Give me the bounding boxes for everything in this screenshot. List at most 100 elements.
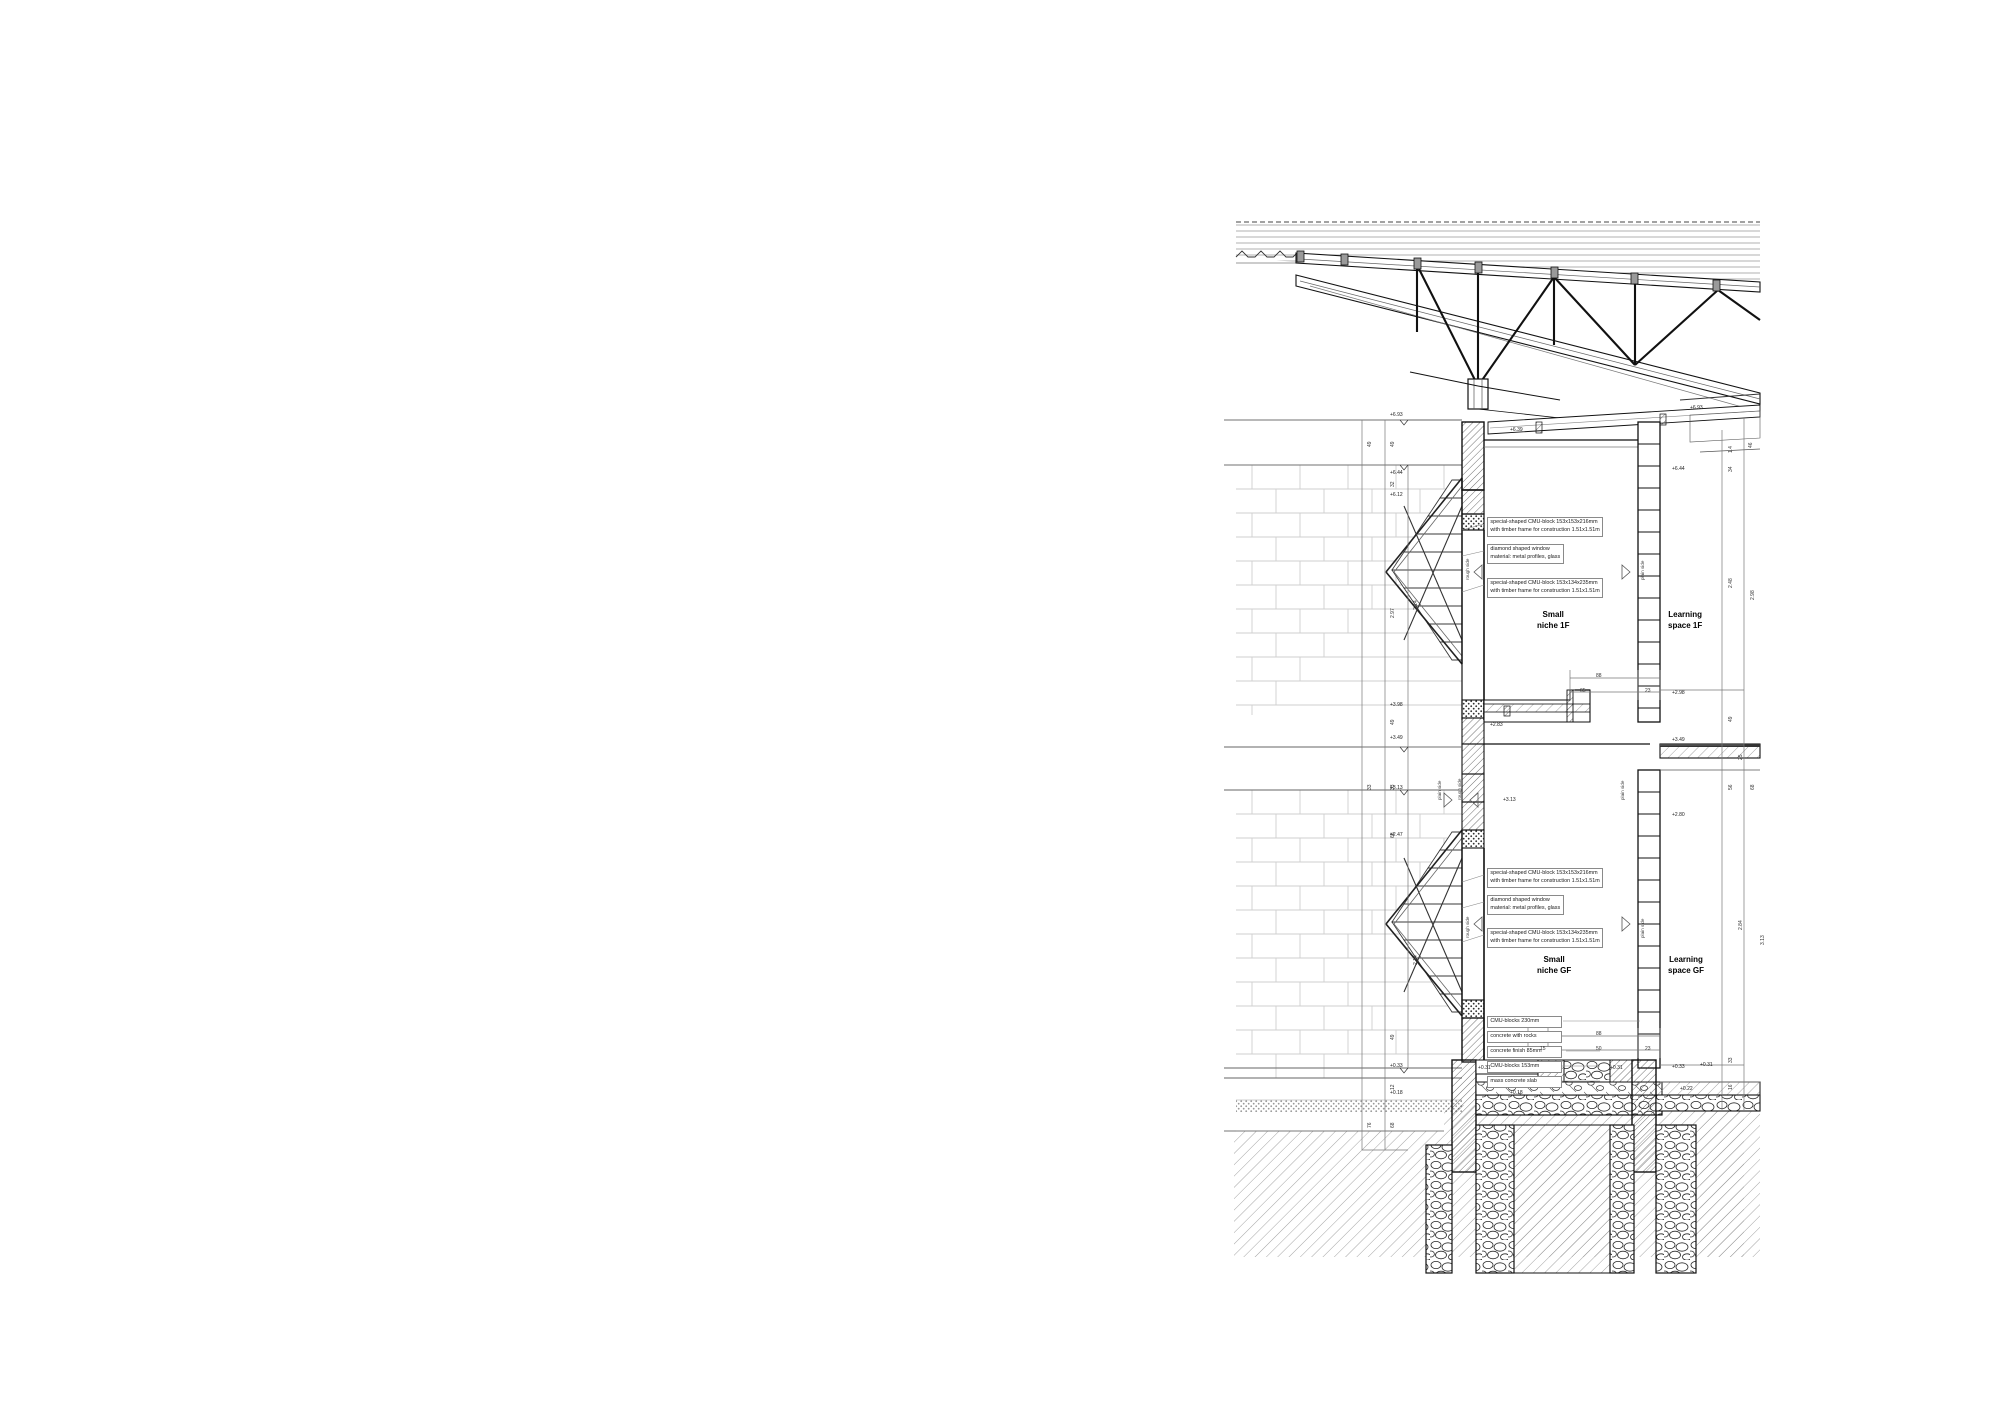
elevation-marker: +0.18 bbox=[1390, 1090, 1403, 1096]
dimension-value-vertical: 68 bbox=[1390, 1122, 1396, 1128]
room-label-line: space 1F bbox=[1668, 620, 1703, 630]
side-note: plain side bbox=[1437, 780, 1442, 800]
dimension-value-vertical: 12 bbox=[1390, 1084, 1396, 1090]
dimension-value-vertical: 46 bbox=[1748, 442, 1754, 448]
side-note: rough side bbox=[1457, 778, 1462, 800]
dimension-value-vertical: 2.48 bbox=[1728, 578, 1734, 588]
leader-lines bbox=[1461, 523, 1640, 1082]
material-callout: concrete finish 85mm bbox=[1487, 1046, 1562, 1059]
elevation-marker: +0.18 bbox=[1510, 1090, 1523, 1096]
elevation-marker: +6.44 bbox=[1672, 466, 1685, 472]
elevation-marker: +3.49 bbox=[1390, 735, 1403, 741]
dimension-value-vertical: 2.84 bbox=[1738, 920, 1744, 930]
dimension-value-vertical: 2.14 bbox=[1413, 955, 1419, 965]
dimension-value-vertical: 49 bbox=[1728, 716, 1734, 722]
elevation-marker: +6.44 bbox=[1390, 470, 1403, 476]
dimension-value-horizontal: 15 bbox=[1540, 1046, 1546, 1052]
dimension-value-horizontal: 65 bbox=[1580, 688, 1586, 694]
elevation-marker: +0.31 bbox=[1700, 1062, 1713, 1068]
dimension-value-horizontal: 88 bbox=[1596, 1031, 1602, 1037]
annotation-line: special-shaped CMU-block 153x153x216mm bbox=[1490, 870, 1598, 877]
material-callout: concrete with rocks bbox=[1487, 1031, 1562, 1044]
niche-floor-1f bbox=[1483, 689, 1591, 723]
material-callout: mass concrete slab bbox=[1487, 1076, 1562, 1089]
cut-wall-left-1f bbox=[1461, 421, 1485, 720]
dimension-value-horizontal: 23 bbox=[1645, 688, 1651, 694]
annotation-label: special-shaped CMU-block 153x134x235mm w… bbox=[1487, 928, 1604, 949]
annotation-line: special-shaped CMU-block 153x134x235mm bbox=[1490, 930, 1598, 937]
dimension-value-vertical: 32 bbox=[1390, 481, 1396, 487]
diamond-niche-gf bbox=[1385, 829, 1463, 1017]
elevation-marker: +2.83 bbox=[1490, 722, 1503, 728]
inner-cut-wall-gf bbox=[1637, 769, 1661, 1069]
dimension-value-vertical: 76 bbox=[1367, 1122, 1373, 1128]
annotation-label: special-shaped CMU-block 153x153x216mm w… bbox=[1487, 517, 1604, 538]
room-label-line: Small bbox=[1542, 610, 1564, 619]
annotation-line: with timber frame for construction 1.51x… bbox=[1490, 878, 1600, 885]
annotation-label: diamond shaped window material: metal pr… bbox=[1487, 895, 1564, 916]
inner-cut-wall-1f bbox=[1637, 421, 1661, 723]
cut-wall-left-1f-lower bbox=[1461, 699, 1485, 849]
elevation-marker: +0.22 bbox=[1680, 1086, 1693, 1092]
dimension-value-vertical: 49 bbox=[1390, 1034, 1396, 1040]
elevation-marker: +3.98 bbox=[1390, 702, 1403, 708]
dimension-value-vertical: 2.97 bbox=[1390, 608, 1396, 618]
room-label-line: Small bbox=[1543, 955, 1565, 964]
annotation-line: with timber frame for construction 1.51x… bbox=[1490, 527, 1600, 534]
annotation-line: special-shaped CMU-block 153x134x235mm bbox=[1490, 580, 1598, 587]
annotation-label: special-shaped CMU-block 153x153x216mm w… bbox=[1487, 868, 1604, 889]
dimension-value-horizontal: 50 bbox=[1596, 1046, 1602, 1052]
elevation-marker: +2.80 bbox=[1672, 812, 1685, 818]
material-callout: CMU-blocks 153mm bbox=[1487, 1061, 1562, 1074]
dimension-value-horizontal: 23 bbox=[1645, 1046, 1651, 1052]
elevation-marker: +0.31 bbox=[1610, 1065, 1623, 1071]
floor-slab-1f bbox=[1659, 743, 1761, 771]
annotation-line: with timber frame for construction 1.51x… bbox=[1490, 938, 1600, 945]
annotation-label: special-shaped CMU-block 153x134x235mm w… bbox=[1487, 578, 1604, 599]
dimension-value-vertical: 3.13 bbox=[1760, 935, 1766, 945]
cut-wall-left-gf bbox=[1461, 848, 1485, 1063]
room-label-line: niche 1F bbox=[1537, 620, 1570, 630]
elevation-marker: +2.98 bbox=[1672, 690, 1685, 696]
annotation-line: material: metal profiles, glass bbox=[1490, 554, 1561, 561]
side-note: plain side bbox=[1640, 918, 1645, 938]
side-note: plain side bbox=[1620, 780, 1625, 800]
side-arrow-markers bbox=[1443, 564, 1631, 932]
side-note: plain side bbox=[1640, 560, 1645, 580]
roof-slab-right bbox=[1487, 393, 1761, 453]
masonry-elevation-upper bbox=[1236, 464, 1462, 715]
annotation-line: with timber frame for construction 1.51x… bbox=[1490, 588, 1600, 595]
dimension-lines-right bbox=[1660, 418, 1760, 1110]
elevation-marker: +2.47 bbox=[1390, 832, 1403, 838]
elevation-marker: +6.12 bbox=[1390, 492, 1403, 498]
elevation-marker: +6.39 bbox=[1510, 427, 1523, 433]
dimension-value-vertical: 25 bbox=[1738, 754, 1744, 760]
roof-assembly bbox=[1235, 221, 1761, 419]
dimension-value-vertical: 49 bbox=[1390, 719, 1396, 725]
annotation-line: diamond shaped window bbox=[1490, 897, 1550, 904]
dimension-value-vertical: 16 bbox=[1728, 1084, 1734, 1090]
annotation-label: diamond shaped window material: metal pr… bbox=[1487, 544, 1564, 565]
room-label-line: niche GF bbox=[1537, 965, 1572, 975]
dimension-lines-left bbox=[1224, 419, 1462, 1151]
dimension-value-vertical: 33 bbox=[1728, 1057, 1734, 1063]
dimension-value-vertical: 49 bbox=[1390, 441, 1396, 447]
dimension-value-vertical: 33 bbox=[1367, 784, 1373, 790]
dimension-value-vertical: 2.14 bbox=[1413, 600, 1419, 610]
annotation-line: material: metal profiles, glass bbox=[1490, 905, 1561, 912]
room-label-line: space GF bbox=[1668, 965, 1705, 975]
elevation-marker: +0.31 bbox=[1478, 1065, 1491, 1071]
elevation-marker: +3.49 bbox=[1672, 737, 1685, 743]
elevation-marker: +6.93 bbox=[1690, 405, 1703, 411]
dimension-value-vertical: 68 bbox=[1390, 832, 1396, 838]
elevation-marker: +0.33 bbox=[1672, 1064, 1685, 1070]
dimension-value-vertical: 34 bbox=[1728, 466, 1734, 472]
annotation-line: special-shaped CMU-block 153x153x216mm bbox=[1490, 519, 1598, 526]
material-callout: CMU-blocks 230mm bbox=[1487, 1016, 1562, 1029]
